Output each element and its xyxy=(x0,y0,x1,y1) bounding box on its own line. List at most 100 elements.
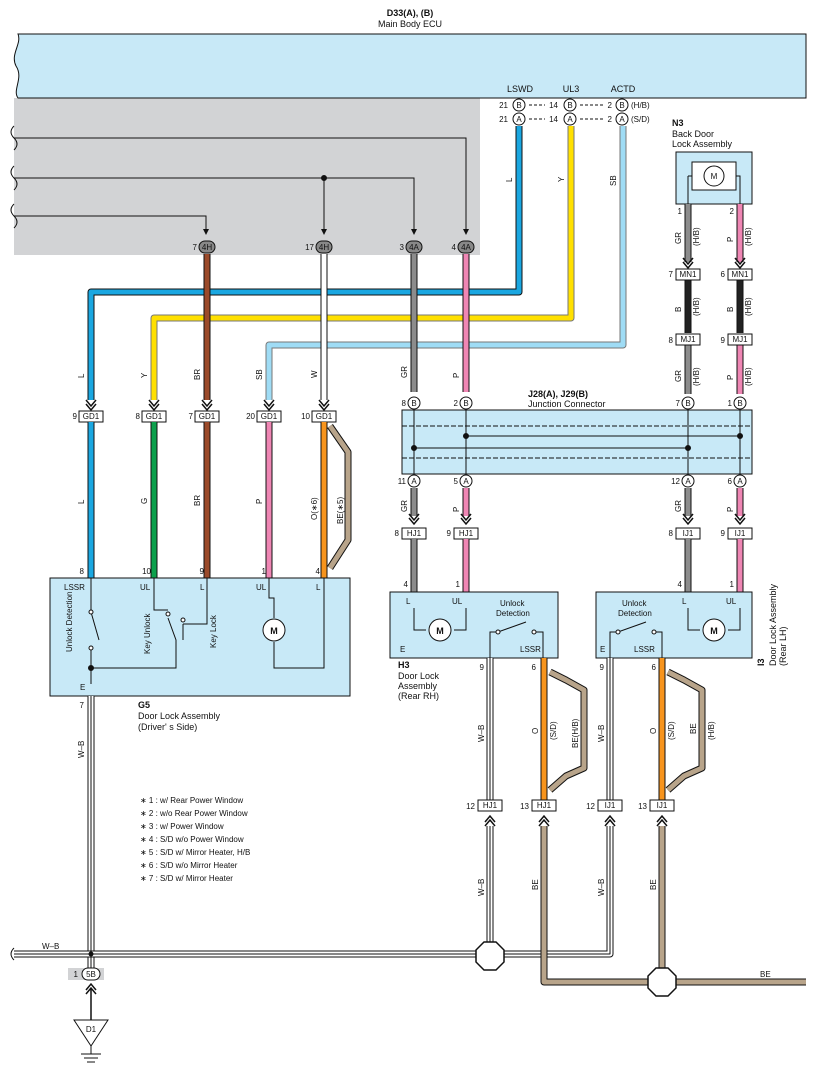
wire-label-l-low: L xyxy=(77,499,86,504)
junction-name: Junction Connector xyxy=(528,399,606,409)
svg-text:7: 7 xyxy=(189,412,194,421)
junction-dot-ground xyxy=(88,951,94,957)
junction-internal xyxy=(402,410,752,474)
junction-top-pins: 8 B 2 B 7 B 1 B xyxy=(402,396,747,410)
svg-text:9: 9 xyxy=(480,663,485,672)
svg-text:4H: 4H xyxy=(319,243,329,252)
wire-label-wb-driver: W–B xyxy=(77,741,86,758)
svg-text:14: 14 xyxy=(549,115,558,124)
wire-label-be-low: BE(∗5) xyxy=(336,497,345,524)
svg-text:E: E xyxy=(600,645,605,654)
svg-text:6: 6 xyxy=(721,270,726,279)
driver-motor-icon: M xyxy=(270,626,278,636)
svg-text:(H/B): (H/B) xyxy=(744,297,753,316)
svg-text:A: A xyxy=(737,477,743,486)
svg-text:9: 9 xyxy=(721,529,726,538)
svg-text:A: A xyxy=(567,115,573,124)
svg-text:B: B xyxy=(567,101,572,110)
wires-gd1-to-driver xyxy=(87,422,352,578)
svg-text:Detection: Detection xyxy=(496,609,530,618)
wire-label-br-low: BR xyxy=(193,495,202,506)
svg-text:IJ1: IJ1 xyxy=(683,529,694,538)
svg-text:GR: GR xyxy=(400,500,409,512)
lh-lower-labels: W–B O (S/D) BE (H/B) xyxy=(597,721,716,742)
svg-text:HJ1: HJ1 xyxy=(537,801,552,810)
lh-name-1: Door Lock Assembly xyxy=(768,583,778,666)
svg-text:1: 1 xyxy=(456,580,461,589)
svg-text:(H/B): (H/B) xyxy=(744,367,753,386)
lh-motor-icon: M xyxy=(710,626,718,636)
svg-text:Unlock: Unlock xyxy=(622,599,647,608)
svg-text:6: 6 xyxy=(652,663,657,672)
svg-text:A: A xyxy=(685,477,691,486)
driver-name-1: Door Lock Assembly xyxy=(138,711,221,721)
svg-text:11: 11 xyxy=(398,477,407,486)
svg-text:MN1: MN1 xyxy=(732,270,749,279)
svg-text:8: 8 xyxy=(80,567,85,576)
terminal-ul3: UL3 xyxy=(563,84,580,94)
driver-internal xyxy=(88,578,325,684)
svg-text:∗ 1 : w/ Rear Power Window: ∗ 1 : w/ Rear Power Window xyxy=(140,796,243,805)
junction-connector-block xyxy=(401,409,753,475)
ground-bus-wires xyxy=(10,826,806,986)
driver-id: G5 xyxy=(138,700,150,710)
svg-text:4: 4 xyxy=(316,567,321,576)
ecu-pins-a: 21 A 14 A 2 A (S/D) xyxy=(499,112,650,126)
svg-text:4: 4 xyxy=(404,580,409,589)
svg-text:GD1: GD1 xyxy=(199,412,216,421)
wire-label-y-gd1: Y xyxy=(140,372,149,378)
svg-text:(H/B): (H/B) xyxy=(692,297,701,316)
back-door-wires xyxy=(684,204,744,394)
ground-conn-label: 5B xyxy=(86,970,96,979)
svg-text:Unlock: Unlock xyxy=(500,599,525,608)
svg-text:B: B xyxy=(685,399,690,408)
svg-text:21: 21 xyxy=(499,115,508,124)
svg-text:A: A xyxy=(463,477,469,486)
lh-id: I3 xyxy=(756,658,766,666)
svg-text:HJ1: HJ1 xyxy=(407,529,422,538)
back-door-name-2: Lock Assembly xyxy=(672,139,733,149)
svg-text:∗ 7 : S/D w/ Mirror Heater: ∗ 7 : S/D w/ Mirror Heater xyxy=(140,874,233,883)
svg-text:A: A xyxy=(619,115,625,124)
driver-e-pin: 7 xyxy=(80,701,85,710)
back-door-connectors: 7 MN1 6 MN1 8 MJ1 9 MJ1 xyxy=(669,257,753,346)
rh-internal xyxy=(413,608,544,658)
lh-lower-wires xyxy=(606,658,706,800)
svg-text:1: 1 xyxy=(730,580,735,589)
rh-labels: 4 1 L UL E LSSR Unlock Detection 9 6 xyxy=(400,580,541,672)
ecu-internal-lines xyxy=(10,125,469,235)
wire-label-gr-j: GR xyxy=(400,366,409,378)
svg-text:GD1: GD1 xyxy=(146,412,163,421)
ecu-pins-b: 21 B 14 B 2 B (H/B) xyxy=(499,98,650,112)
svg-text:(H/B): (H/B) xyxy=(692,367,701,386)
hj1-ij1-top: 8 HJ1 9 HJ1 8 IJ1 9 IJ1 xyxy=(395,527,753,540)
ground-conn-5b xyxy=(81,967,101,981)
svg-text:(H/B): (H/B) xyxy=(707,721,716,740)
wire-label-l-top: L xyxy=(505,177,514,182)
svg-text:BE: BE xyxy=(531,879,540,890)
svg-text:L: L xyxy=(200,583,205,592)
svg-text:8: 8 xyxy=(395,529,400,538)
rh-name-3: (Rear RH) xyxy=(398,691,439,701)
svg-text:BE(H/B): BE(H/B) xyxy=(571,718,580,748)
junction-wire-labels: GR P GR P xyxy=(400,500,735,512)
svg-text:W–B: W–B xyxy=(477,725,486,742)
svg-text:B: B xyxy=(516,101,521,110)
svg-text:4: 4 xyxy=(678,580,683,589)
svg-text:9: 9 xyxy=(721,336,726,345)
svg-text:∗ 4 : S/D w/o Power Window: ∗ 4 : S/D w/o Power Window xyxy=(140,835,244,844)
svg-text:9: 9 xyxy=(200,567,205,576)
svg-text:12: 12 xyxy=(671,477,680,486)
svg-text:(S/D): (S/D) xyxy=(667,721,676,740)
svg-text:6: 6 xyxy=(728,477,733,486)
svg-text:L: L xyxy=(682,597,687,606)
driver-key-unlock: Key Unlock xyxy=(143,613,152,654)
svg-text:HJ1: HJ1 xyxy=(459,529,474,538)
svg-text:GR: GR xyxy=(674,500,683,512)
svg-text:P: P xyxy=(452,507,461,512)
ground-conn-arrow xyxy=(85,982,97,1020)
wire-label-sb-gd1: SB xyxy=(255,369,264,380)
svg-text:O: O xyxy=(531,728,540,734)
svg-text:W–B: W–B xyxy=(597,879,606,896)
ecu-id: D33(A), (B) xyxy=(387,8,434,18)
